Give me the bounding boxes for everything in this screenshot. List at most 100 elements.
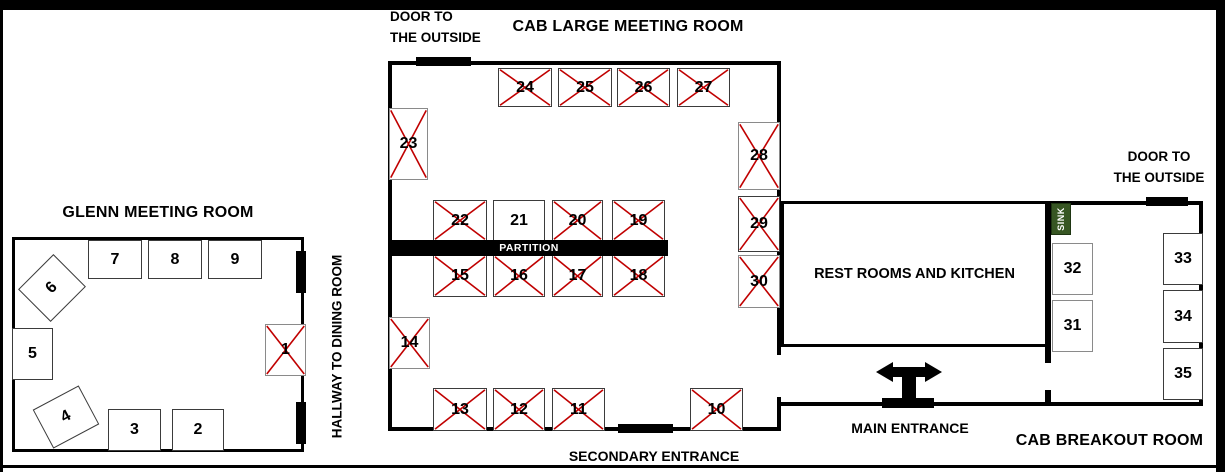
frame-border-left [0,0,3,472]
crossed-out-x-icon [613,201,664,240]
crossed-out-x-icon [434,256,486,296]
table-number: 5 [28,345,37,362]
table-22: 22 [433,200,487,241]
kitchen-wall-lower-tick [1045,390,1051,404]
main-entrance-label: MAIN ENTRANCE [851,420,969,436]
crossed-out-x-icon [390,318,429,368]
partition-label: PARTITION [499,242,559,254]
table-number: 8 [170,250,180,268]
crossed-out-x-icon [739,256,779,307]
table-18: 18 [612,255,665,297]
table-number: 4 [57,406,74,427]
table-30: 30 [738,255,780,308]
table-11: 11 [552,388,605,431]
table-number: 9 [230,250,240,268]
sink: SINK [1051,203,1071,235]
cab-large-wall-right-lower [777,397,781,431]
table-9: 9 [208,240,262,279]
cab-breakout-room-title: CAB BREAKOUT ROOM [1015,432,1204,449]
door-to-outside-right-line1: DOOR TO [1127,149,1191,164]
door-to-outside-label-top: DOOR TO THE OUTSIDE [390,6,481,48]
secondary-entrance-label: SECONDARY ENTRANCE [568,448,740,464]
table-5: 5 [12,328,53,380]
frame-border-right [1216,0,1225,472]
table-34: 34 [1163,290,1203,343]
secondary-entrance-door-marker [618,424,673,433]
sink-label: SINK [1056,207,1067,231]
table-number: 33 [1174,250,1192,267]
table-number: 30 [750,272,768,290]
table-24: 24 [498,68,552,107]
table-27: 27 [677,68,730,107]
table-15: 15 [433,255,487,297]
crossed-out-x-icon [691,389,742,430]
crossed-out-x-icon [739,197,779,251]
table-number: 7 [110,250,120,268]
table-number: 26 [634,78,653,96]
table-13: 13 [433,388,487,431]
table-1: 1 [265,324,306,376]
crossed-out-x-icon [678,69,729,106]
table-number: 16 [510,267,528,284]
table-29: 29 [738,196,780,252]
table-number: 2 [193,421,203,438]
breakout-wall-top [1048,201,1203,205]
table-35: 35 [1163,348,1203,400]
table-number: 35 [1174,365,1192,382]
table-number: 15 [451,267,469,284]
table-32: 32 [1052,243,1093,295]
main-entrance-door-marker [882,398,934,408]
restrooms-kitchen-label: REST ROOMS AND KITCHEN [814,266,1015,282]
frame-border-bottom [0,465,1225,468]
crossed-out-x-icon [494,256,544,296]
table-28: 28 [738,122,780,190]
table-number: 3 [130,421,139,438]
kitchen-right-wall [1045,201,1051,363]
table-number: 23 [399,135,418,152]
hallway-to-dining-room-label: HALLWAY TO DINING ROOM [329,254,345,439]
glenn-door-marker-upper [296,251,306,293]
crossed-out-x-icon [494,389,544,430]
table-2: 2 [172,409,224,451]
restrooms-kitchen-room: REST ROOMS AND KITCHEN [781,201,1048,347]
crossed-out-x-icon [434,389,486,430]
table-number: 25 [576,78,594,96]
table-25: 25 [558,68,612,107]
table-10: 10 [690,388,743,431]
table-number: 34 [1174,307,1192,325]
table-7: 7 [88,240,142,279]
crossed-out-x-icon [739,123,779,189]
glenn-room-title: GLENN MEETING ROOM [62,204,254,221]
table-8: 8 [148,240,202,279]
table-19: 19 [612,200,665,241]
cab-large-wall-top [388,61,781,65]
table-12: 12 [493,388,545,431]
table-number: 20 [568,211,587,229]
table-number: 1 [281,341,290,358]
table-number: 22 [451,211,469,229]
crossed-out-x-icon [434,201,486,240]
crossed-out-x-icon [613,256,664,296]
table-number: 24 [516,78,534,96]
crossed-out-x-icon [553,201,602,240]
frame-border-top [0,0,1225,10]
table-number: 19 [629,211,648,229]
crossed-out-x-icon [559,69,611,106]
table-23: 23 [389,108,428,180]
table-16: 16 [493,255,545,297]
table-number: 17 [568,267,587,284]
table-number: 10 [707,400,726,418]
table-number: 18 [629,267,648,284]
crossed-out-x-icon [390,109,427,179]
table-number: 32 [1063,260,1082,277]
table-33: 33 [1163,233,1203,285]
table-number: 29 [750,215,768,232]
table-number: 28 [750,147,768,164]
door-to-outside-label-right: DOOR TO THE OUTSIDE [1105,146,1213,188]
table-3: 3 [108,409,161,451]
table-number: 11 [570,400,587,418]
cab-large-room-title: CAB LARGE MEETING ROOM [512,18,744,35]
door-to-outside-right-line2: THE OUTSIDE [1113,170,1205,185]
table-number: 12 [510,400,528,418]
door-to-outside-top-line1: DOOR TO [390,9,453,24]
